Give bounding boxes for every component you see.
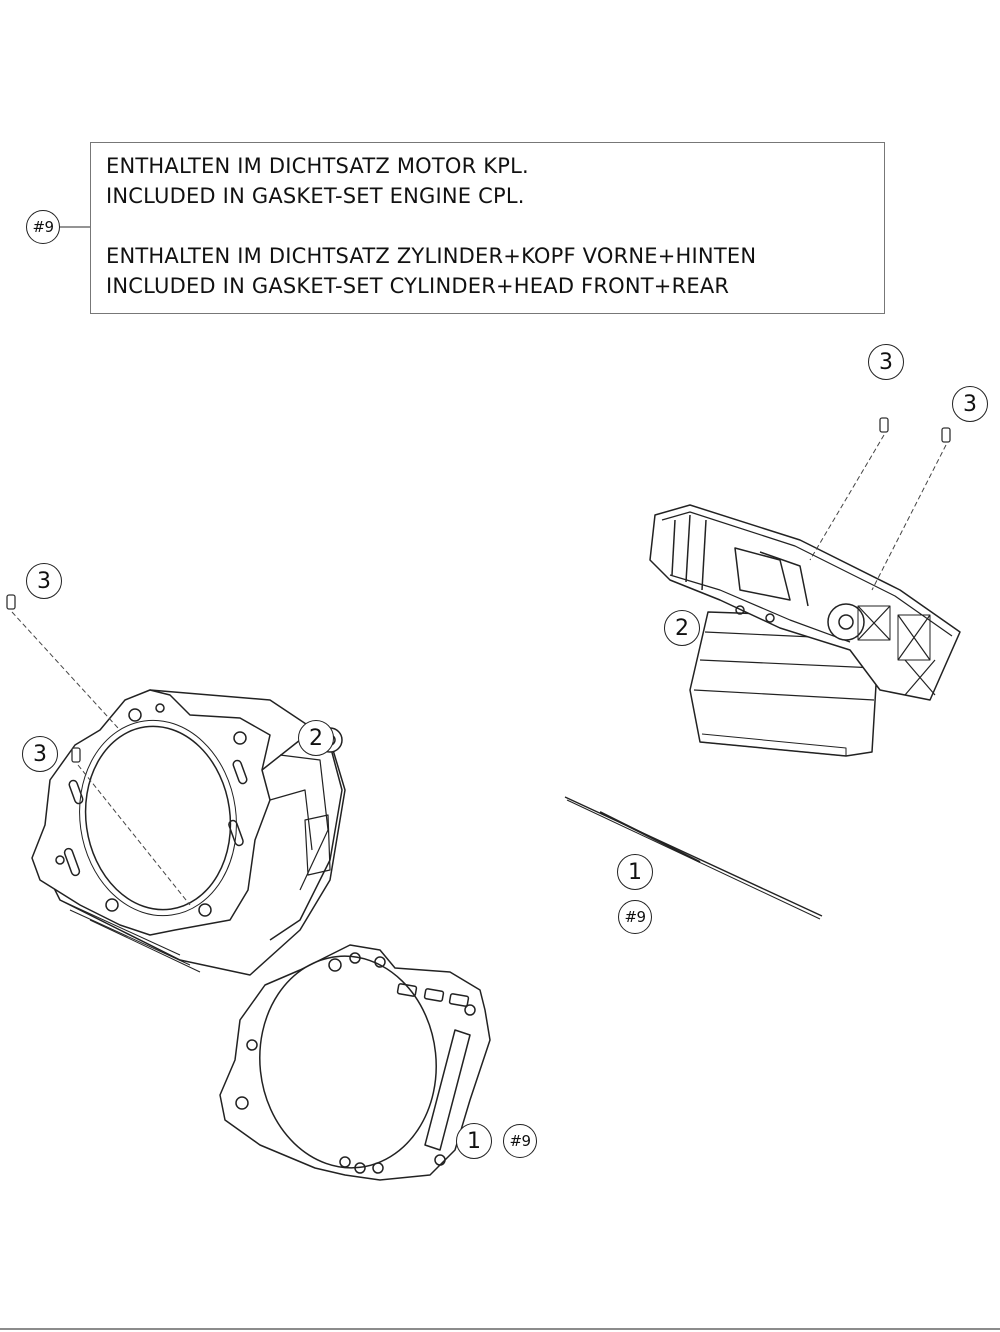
note-tag-callout: #9 xyxy=(26,210,60,244)
rear-dowel-leaders xyxy=(809,434,947,591)
note-line-3: ENTHALTEN IM DICHTSATZ ZYLINDER+KOPF VOR… xyxy=(106,244,757,268)
callout-set-tag-front: #9 xyxy=(503,1124,537,1158)
note-line-2: INCLUDED IN GASKET-SET ENGINE CPL. xyxy=(106,184,525,208)
callout-dowel-rear-1: 3 xyxy=(868,344,904,380)
callout-dowel-front-2: 3 xyxy=(22,736,58,772)
note-line-4: INCLUDED IN GASKET-SET CYLINDER+HEAD FRO… xyxy=(106,274,730,298)
note-line-1: ENTHALTEN IM DICHTSATZ MOTOR KPL. xyxy=(106,154,529,178)
callout-dowel-front-1: 3 xyxy=(26,563,62,599)
front-cylinder-drawing xyxy=(31,689,346,976)
callout-dowel-rear-2: 3 xyxy=(952,386,988,422)
front-dowel-pins xyxy=(6,594,81,763)
gasket-set-note-box: ENTHALTEN IM DICHTSATZ MOTOR KPL. INCLUD… xyxy=(90,142,885,314)
callout-cylinder-rear: 2 xyxy=(664,610,700,646)
rear-cylinder-drawing xyxy=(649,504,961,757)
callout-set-tag-rear: #9 xyxy=(618,900,652,934)
front-dowel-leaders xyxy=(11,611,191,906)
callout-cylinder-front: 2 xyxy=(298,720,334,756)
rear-base-gasket-edge xyxy=(564,796,823,920)
front-base-gasket-drawing xyxy=(219,944,491,1181)
rear-dowel-pins xyxy=(879,417,951,443)
note-gap xyxy=(106,211,884,241)
callout-gasket-rear: 1 xyxy=(617,854,653,890)
callout-gasket-front: 1 xyxy=(456,1123,492,1159)
